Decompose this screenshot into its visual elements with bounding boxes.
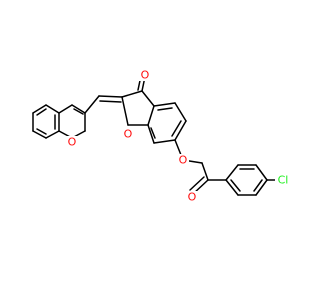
bond — [201, 162, 209, 181]
bond — [189, 176, 205, 191]
furan-oxygen-label: O — [124, 128, 133, 141]
atom-mask — [122, 128, 134, 140]
atom-mask — [186, 191, 198, 203]
bond — [153, 139, 176, 144]
bond — [121, 96, 129, 126]
side-ketone-oxygen-label: O — [188, 191, 197, 204]
atom-mask — [275, 174, 292, 186]
bond — [71, 104, 86, 114]
bond — [32, 104, 47, 114]
bond-lines — [32, 70, 277, 196]
bond — [255, 164, 268, 181]
bond — [58, 104, 73, 114]
bond — [147, 105, 155, 126]
atom-labels: O O O O O Cl — [66, 69, 292, 204]
bond — [174, 102, 187, 122]
chlorine-label: Cl — [278, 174, 289, 187]
ether-oxygen-label: O — [179, 154, 188, 167]
atom-mask — [177, 154, 189, 166]
bond — [230, 179, 241, 192]
bond — [99, 100, 122, 103]
bond — [45, 104, 60, 114]
bond — [32, 130, 47, 139]
bond — [84, 95, 100, 114]
bond — [98, 95, 123, 98]
bond — [36, 128, 47, 135]
bond — [225, 164, 239, 181]
bond — [253, 179, 263, 192]
bond — [150, 127, 156, 139]
bond — [121, 90, 143, 98]
bond — [157, 107, 173, 111]
bond — [45, 130, 60, 139]
chemical-structure-diagram: O O O O O Cl — [32, 68, 292, 204]
bond — [36, 108, 47, 116]
bond — [153, 102, 176, 107]
bond — [171, 120, 182, 137]
atom-mask — [139, 69, 151, 81]
bond — [255, 179, 268, 196]
bond — [73, 108, 84, 115]
chromene-oxygen-label: O — [68, 136, 77, 149]
atom-mask — [66, 136, 78, 148]
bond — [141, 90, 155, 107]
bond — [225, 179, 239, 196]
bond — [147, 124, 155, 144]
bond — [174, 120, 187, 141]
ketone-oxygen-label: O — [141, 69, 150, 82]
